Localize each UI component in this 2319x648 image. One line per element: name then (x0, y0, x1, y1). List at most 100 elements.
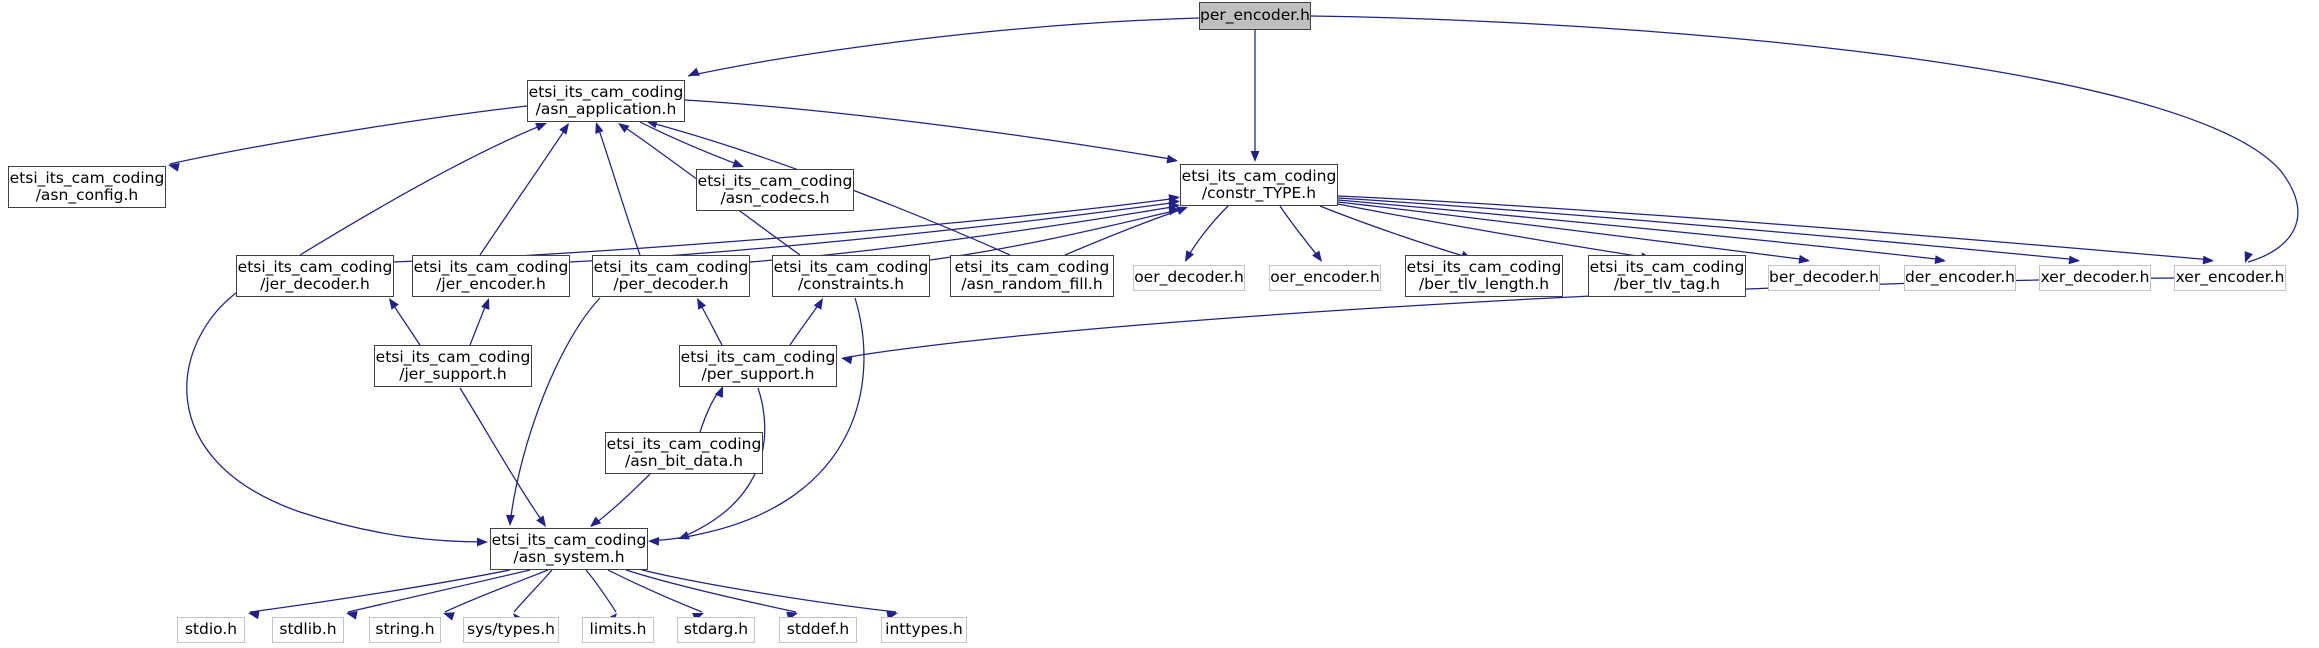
graph-node-label: etsi_its_cam_coding /asn_codecs.h (697, 171, 853, 207)
graph-edge-arrowhead (648, 536, 660, 546)
graph-edge-arrowhead (678, 531, 690, 540)
graph-node-inttypes[interactable]: inttypes.h (881, 617, 967, 643)
graph-edge (625, 569, 797, 613)
graph-node-label: stdlib.h (279, 620, 337, 639)
graph-node-asn_system[interactable]: etsi_its_cam_coding /asn_system.h (490, 528, 648, 570)
graph-node-label: etsi_its_cam_coding /jer_decoder.h (237, 257, 393, 293)
graph-node-stdio[interactable]: stdio.h (177, 617, 245, 643)
graph-node-jer_encoder[interactable]: etsi_its_cam_coding /jer_encoder.h (412, 255, 570, 297)
graph-node-per_encoder[interactable]: per_encoder.h (1199, 2, 1311, 30)
graph-edge-arrowhead (1934, 255, 1946, 265)
graph-node-jer_support[interactable]: etsi_its_cam_coding /jer_support.h (374, 345, 532, 387)
graph-edge (1064, 207, 1187, 256)
graph-node-der_encoder[interactable]: der_encoder.h (1904, 265, 2016, 291)
graph-edge-arrowhead (1168, 206, 1180, 216)
graph-node-label: xer_encoder.h (2175, 268, 2285, 287)
graph-edge-arrowhead (813, 298, 823, 310)
graph-edge-arrowhead (505, 514, 515, 526)
graph-edge (1337, 199, 1945, 261)
graph-edge (469, 299, 489, 346)
graph-node-jer_decoder[interactable]: etsi_its_cam_coding /jer_decoder.h (236, 255, 394, 297)
graph-edge (687, 17, 1200, 77)
graph-node-label: etsi_its_cam_coding /asn_bit_data.h (606, 434, 762, 470)
graph-node-label: der_encoder.h (1905, 268, 2015, 287)
graph-edge (513, 569, 553, 613)
graph-node-ber_tlv_length[interactable]: etsi_its_cam_coding /ber_tlv_length.h (1405, 255, 1563, 297)
graph-edge (1337, 203, 1651, 259)
graph-node-label: stdio.h (184, 620, 238, 639)
graph-node-systypes[interactable]: sys/types.h (463, 617, 559, 643)
graph-node-string[interactable]: string.h (369, 617, 441, 643)
graph-node-xer_encoder[interactable]: xer_encoder.h (2174, 265, 2286, 291)
graph-edge (585, 569, 617, 613)
graph-node-label: per_encoder.h (1200, 6, 1310, 25)
graph-node-label: etsi_its_cam_coding /constraints.h (773, 257, 929, 293)
graph-edge-arrowhead (1168, 201, 1180, 211)
graph-edge (929, 209, 1179, 261)
graph-node-asn_bit_data[interactable]: etsi_its_cam_coding /asn_bit_data.h (605, 432, 763, 474)
graph-node-label: etsi_its_cam_coding /jer_encoder.h (413, 257, 569, 293)
graph-node-ber_tlv_tag[interactable]: etsi_its_cam_coding /ber_tlv_tag.h (1588, 255, 1746, 297)
graph-node-per_support[interactable]: etsi_its_cam_coding /per_support.h (679, 345, 837, 387)
graph-node-xer_decoder[interactable]: xer_decoder.h (2039, 265, 2151, 291)
graph-node-asn_codecs[interactable]: etsi_its_cam_coding /asn_codecs.h (696, 169, 854, 211)
graph-edge (789, 299, 823, 346)
graph-node-label: ber_decoder.h (1769, 268, 1879, 287)
graph-edge-arrowhead (477, 537, 488, 547)
graph-node-label: xer_decoder.h (2040, 268, 2150, 287)
graph-edge (1310, 15, 2299, 263)
graph-node-label: stdarg.h (683, 620, 749, 639)
graph-edge-arrowhead (346, 610, 358, 620)
graph-node-label: stddef.h (786, 620, 850, 639)
graph-node-label: etsi_its_cam_coding /asn_application.h (528, 82, 684, 118)
graph-edge (591, 473, 651, 527)
graph-node-constraints[interactable]: etsi_its_cam_coding /constraints.h (772, 255, 930, 297)
graph-edge (186, 289, 487, 543)
graph-edge-arrowhead (595, 122, 604, 134)
graph-node-label: etsi_its_cam_coding /per_support.h (680, 347, 836, 383)
graph-edge (1319, 205, 1471, 259)
graph-edge (479, 124, 569, 256)
graph-edge (697, 299, 723, 346)
graph-edge (684, 99, 1177, 161)
graph-edge (641, 569, 897, 613)
graph-node-stddef[interactable]: stddef.h (779, 617, 857, 643)
graph-node-asn_random_fill[interactable]: etsi_its_cam_coding /asn_random_fill.h (950, 255, 1114, 297)
graph-edge-arrowhead (2244, 251, 2253, 263)
graph-edge (1337, 201, 1809, 261)
graph-node-oer_decoder[interactable]: oer_decoder.h (1133, 265, 1245, 291)
graph-edge (569, 201, 1179, 263)
graph-edge-arrowhead (443, 612, 455, 621)
graph-edge (249, 569, 511, 613)
graph-node-label: etsi_its_cam_coding /ber_tlv_tag.h (1589, 257, 1745, 293)
graph-edge (169, 105, 528, 165)
graph-edge (649, 297, 865, 542)
graph-node-label: limits.h (589, 620, 647, 639)
graph-edge (347, 569, 531, 613)
graph-edge-arrowhead (389, 298, 399, 310)
graph-node-constr_TYPE[interactable]: etsi_its_cam_coding /constr_TYPE.h (1180, 164, 1338, 206)
graph-node-label: etsi_its_cam_coding /constr_TYPE.h (1181, 166, 1337, 202)
graph-edge (299, 123, 546, 256)
graph-edge (459, 387, 546, 526)
graph-edge-arrowhead (168, 162, 180, 172)
graph-edge-arrowhead (1798, 254, 1810, 264)
graph-edge (1279, 205, 1322, 261)
graph-edge-arrowhead (2068, 255, 2080, 265)
graph-edge-arrowhead (841, 355, 853, 365)
graph-node-label: etsi_its_cam_coding /asn_system.h (491, 530, 647, 566)
graph-node-ber_decoder[interactable]: ber_decoder.h (1768, 265, 1880, 291)
graph-node-stdarg[interactable]: stdarg.h (677, 617, 755, 643)
graph-edge-arrowhead (2202, 255, 2214, 265)
graph-node-oer_encoder[interactable]: oer_encoder.h (1269, 265, 1381, 291)
graph-node-per_decoder[interactable]: etsi_its_cam_coding /per_decoder.h (592, 255, 750, 297)
graph-node-limits[interactable]: limits.h (582, 617, 654, 643)
graph-edge (607, 569, 703, 613)
graph-edge (596, 123, 641, 256)
graph-node-stdlib[interactable]: stdlib.h (272, 617, 344, 643)
graph-node-asn_application[interactable]: etsi_its_cam_coding /asn_application.h (527, 80, 685, 122)
graph-node-label: etsi_its_cam_coding /asn_random_fill.h (954, 257, 1110, 293)
graph-node-label: etsi_its_cam_coding /jer_support.h (375, 347, 531, 383)
graph-node-asn_config[interactable]: etsi_its_cam_coding /asn_config.h (8, 166, 166, 208)
